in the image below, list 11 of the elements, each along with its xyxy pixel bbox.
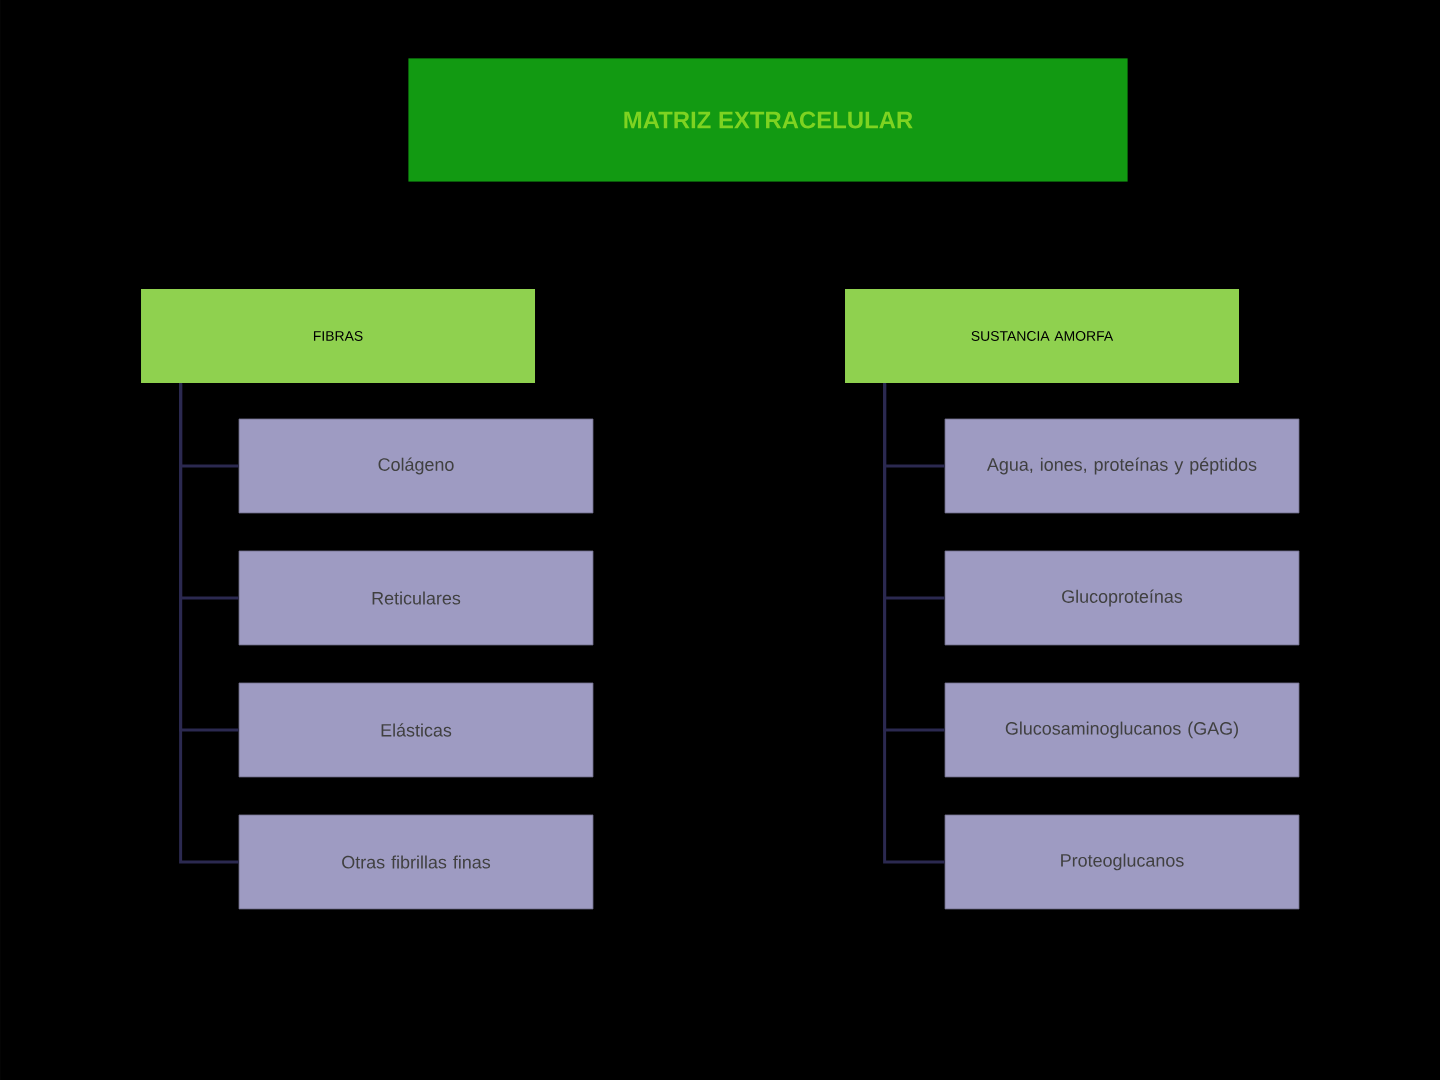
item-box: Otras fibrillas finas <box>238 814 594 910</box>
item-box: Proteoglucanos <box>944 814 1300 910</box>
item-box: Agua, iones, proteínas y péptidos <box>944 418 1300 514</box>
item-box: Elásticas <box>238 682 594 778</box>
connector-line <box>179 383 239 864</box>
title-banner: MATRIZ EXTRACELULAR <box>407 57 1129 183</box>
item-box: Colágeno <box>238 418 594 514</box>
item-box: Glucoproteínas <box>944 550 1300 646</box>
item-box: Reticulares <box>238 550 594 646</box>
item-box: Glucosaminoglucanos (GAG) <box>944 682 1300 778</box>
connector-line <box>883 383 945 864</box>
